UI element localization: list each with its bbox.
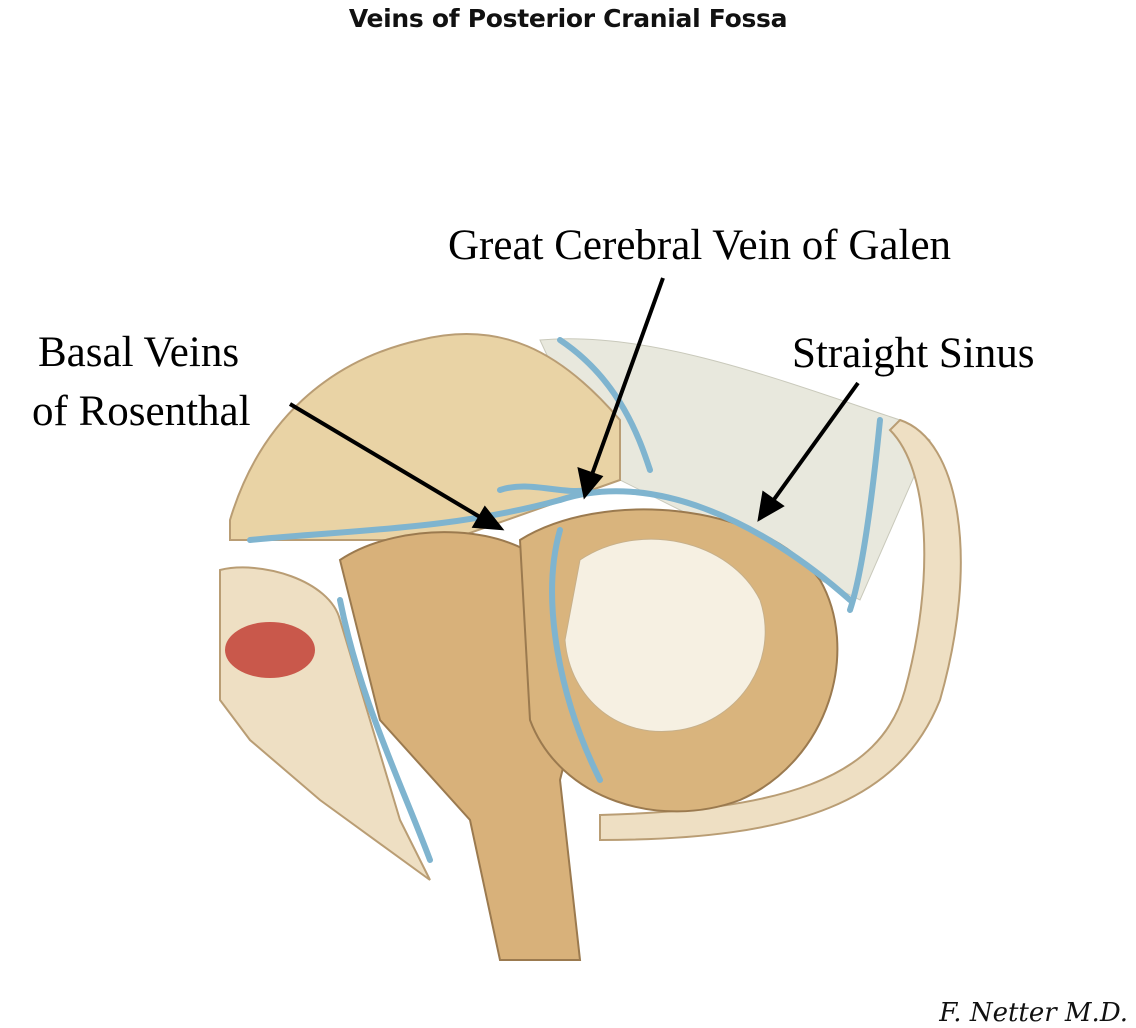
label-basal-veins-line1: Basal Veins: [38, 329, 240, 376]
label-great-cerebral-vein: Great Cerebral Vein of Galen: [448, 222, 952, 269]
label-straight-sinus: Straight Sinus: [792, 330, 1035, 377]
transverse-sinus: [847, 417, 883, 613]
superior-sagittal-sinus: [557, 337, 653, 473]
brainstem: [338, 531, 582, 961]
label-basal-veins-line2: of Rosenthal: [32, 388, 251, 435]
page-title: Veins of Posterior Cranial Fossa: [348, 4, 788, 33]
veins: [247, 337, 883, 863]
occipital-bone: [599, 418, 962, 842]
artist-signature: F. Netter M.D.: [939, 998, 1128, 1028]
vein-of-galen: [497, 483, 593, 494]
cerebrum: [229, 332, 621, 541]
cerebellar-white-matter: [564, 538, 766, 732]
basal-vein: [247, 497, 563, 543]
straight-sinus-vein: [557, 488, 853, 603]
sphenoid-sinus: [225, 622, 315, 678]
